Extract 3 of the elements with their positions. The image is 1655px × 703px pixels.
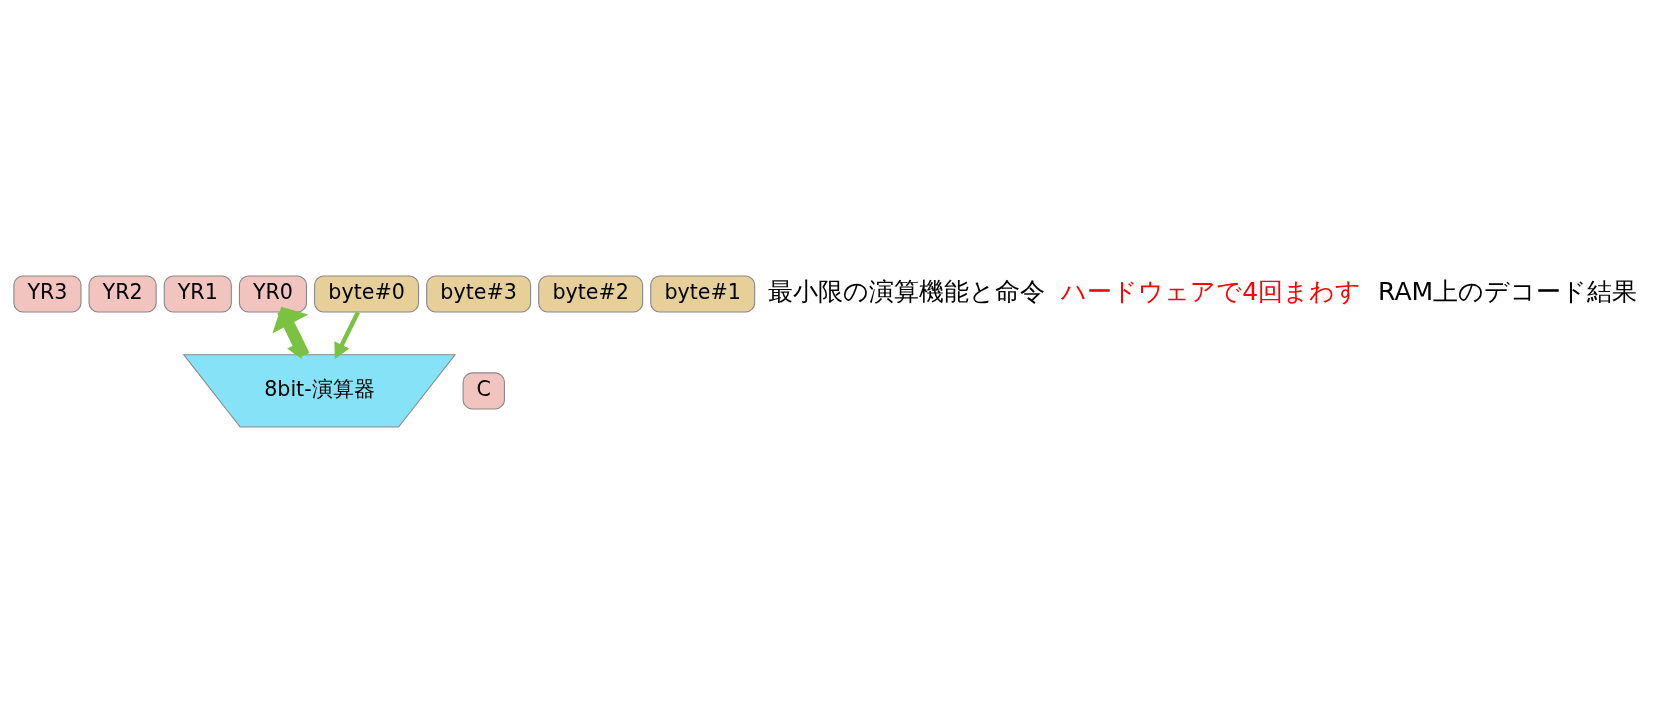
label: ハードウェアで4回まわす bbox=[1060, 277, 1361, 307]
label: RAM上のデコード結果 bbox=[1377, 277, 1637, 307]
label: 最小限の演算機能と命令 bbox=[767, 277, 1045, 307]
